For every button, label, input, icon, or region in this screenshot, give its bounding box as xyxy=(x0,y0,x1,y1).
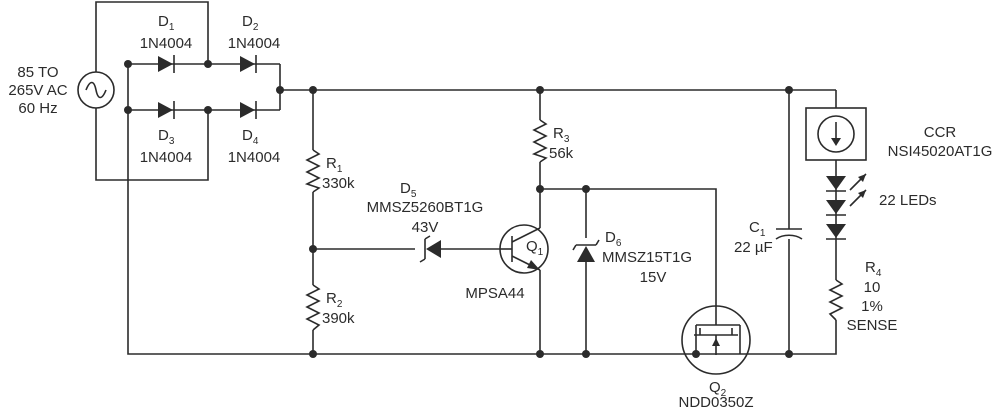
ccr-part: NSI45020AT1G xyxy=(888,143,993,160)
resistor-r3 xyxy=(531,119,548,163)
r2-ref: R2 xyxy=(326,290,343,310)
q2-part: NDD0350Z xyxy=(678,394,753,408)
diode-d1 xyxy=(158,55,175,73)
r2-value: 390k xyxy=(322,310,355,327)
q1-ref: Q1 xyxy=(526,238,544,258)
wires xyxy=(95,1,837,355)
d5-voltage: 43V xyxy=(412,219,439,236)
r4-tolerance: 1% xyxy=(861,298,883,315)
d6-part: MMSZ15T1G xyxy=(602,249,692,266)
source-label-line1: 85 TO xyxy=(17,64,58,81)
source-label-line2: 265V AC xyxy=(8,82,67,99)
resistor-r2 xyxy=(305,284,321,331)
ac-source xyxy=(77,71,115,109)
c1-value: 22 µF xyxy=(734,239,773,256)
source-label-line3: 60 Hz xyxy=(18,100,57,117)
mosfet-q2 xyxy=(681,305,751,375)
r4-sense-label: SENSE xyxy=(847,317,898,334)
leds-label: 22 LEDs xyxy=(879,192,937,209)
r1-value: 330k xyxy=(322,175,355,192)
r3-ref: R3 xyxy=(553,125,570,145)
d2-part: 1N4004 xyxy=(228,35,281,52)
resistor-r1 xyxy=(304,149,321,193)
d2-ref: D2 xyxy=(242,13,259,33)
transistor-q1 xyxy=(499,224,549,274)
d4-part: 1N4004 xyxy=(228,149,281,166)
d3-ref: D3 xyxy=(158,127,175,147)
d1-part: 1N4004 xyxy=(140,35,193,52)
zener-d5 xyxy=(419,235,441,263)
d5-part: MMSZ5260BT1G xyxy=(367,199,484,216)
ccr-title: CCR xyxy=(924,124,957,141)
diode-d4 xyxy=(240,101,257,119)
junction-dots xyxy=(124,60,793,358)
d3-part: 1N4004 xyxy=(140,149,193,166)
capacitor-c1 xyxy=(775,228,803,240)
d1-ref: D1 xyxy=(158,13,175,33)
q2-ref: Q2 xyxy=(709,379,727,399)
diode-d2 xyxy=(240,55,257,73)
q1-part: MPSA44 xyxy=(465,285,524,302)
r3-value: 56k xyxy=(549,145,574,162)
r1-ref: R1 xyxy=(326,155,343,175)
zener-d6 xyxy=(572,239,600,262)
r4-ref: R4 xyxy=(865,259,882,279)
r4-value: 10 xyxy=(864,279,881,296)
d4-ref: D4 xyxy=(242,127,259,147)
ccr-device xyxy=(805,107,867,161)
d6-ref: D6 xyxy=(605,229,622,249)
diode-d3 xyxy=(158,101,175,119)
led-string xyxy=(826,173,867,242)
d5-ref: D5 xyxy=(400,180,417,200)
resistor-r4 xyxy=(828,279,844,321)
d6-voltage: 15V xyxy=(640,269,667,286)
c1-ref: C1 xyxy=(749,219,766,239)
